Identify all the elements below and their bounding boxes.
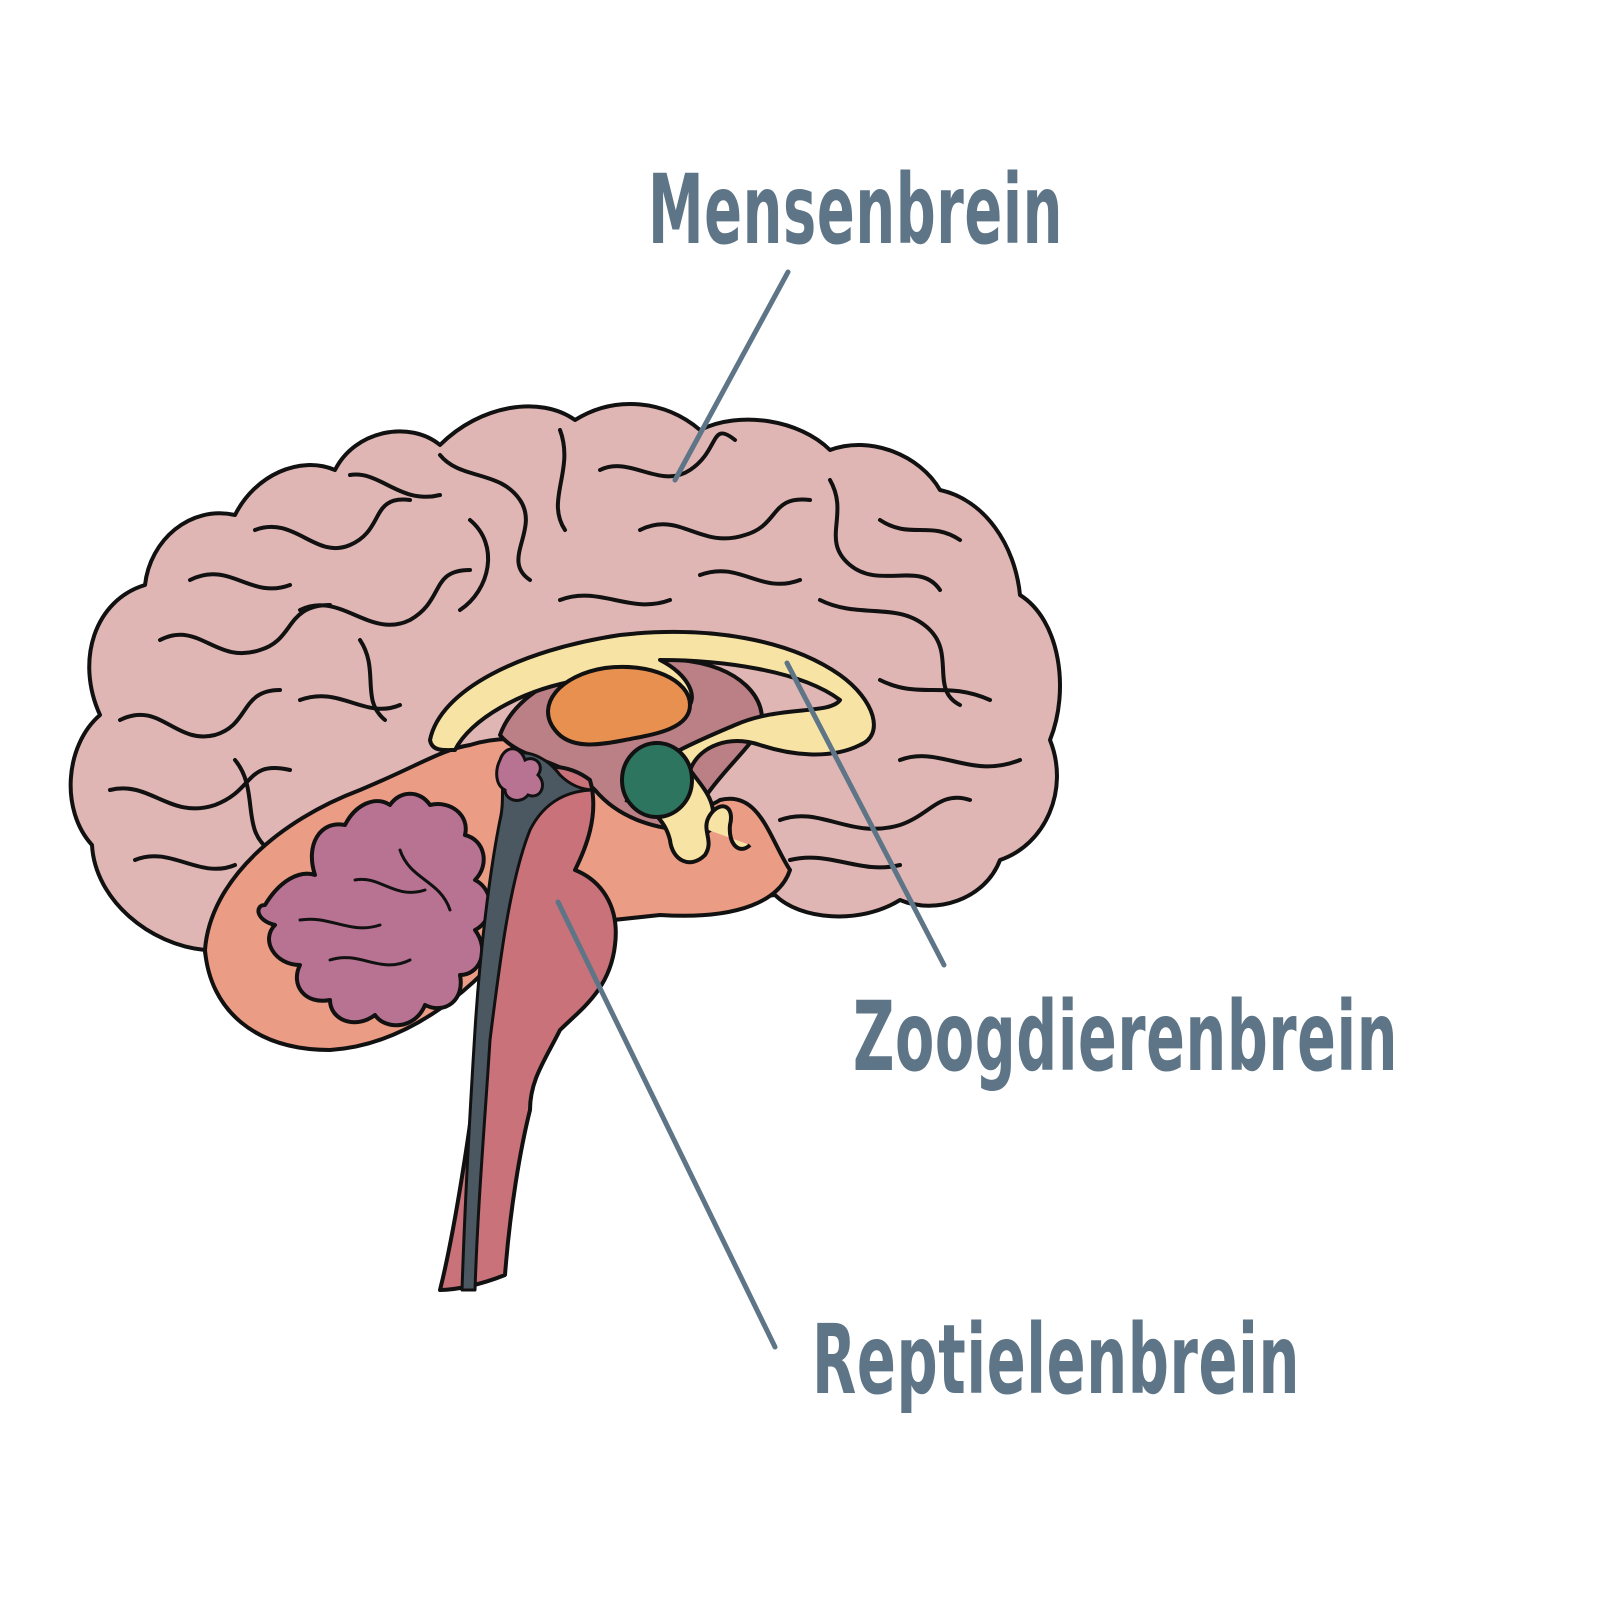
central-canal	[460, 751, 597, 1292]
leader-line-mensenbrein	[672, 269, 791, 483]
cerebellum	[256, 791, 492, 1028]
green-nucleus	[620, 741, 694, 819]
label-zoogdierenbrein: Zoogdierenbrein	[853, 981, 1398, 1093]
orange-nucleus	[546, 664, 693, 747]
leader-lines	[555, 269, 947, 1350]
leader-line-reptielenbrein	[555, 899, 778, 1350]
label-reptielenbrein: Reptielenbrein	[812, 1304, 1300, 1416]
pineal-area	[495, 747, 544, 802]
leader-line-zoogdierenbrein	[784, 660, 947, 968]
label-mensenbrein: Mensenbrein	[648, 154, 1063, 266]
